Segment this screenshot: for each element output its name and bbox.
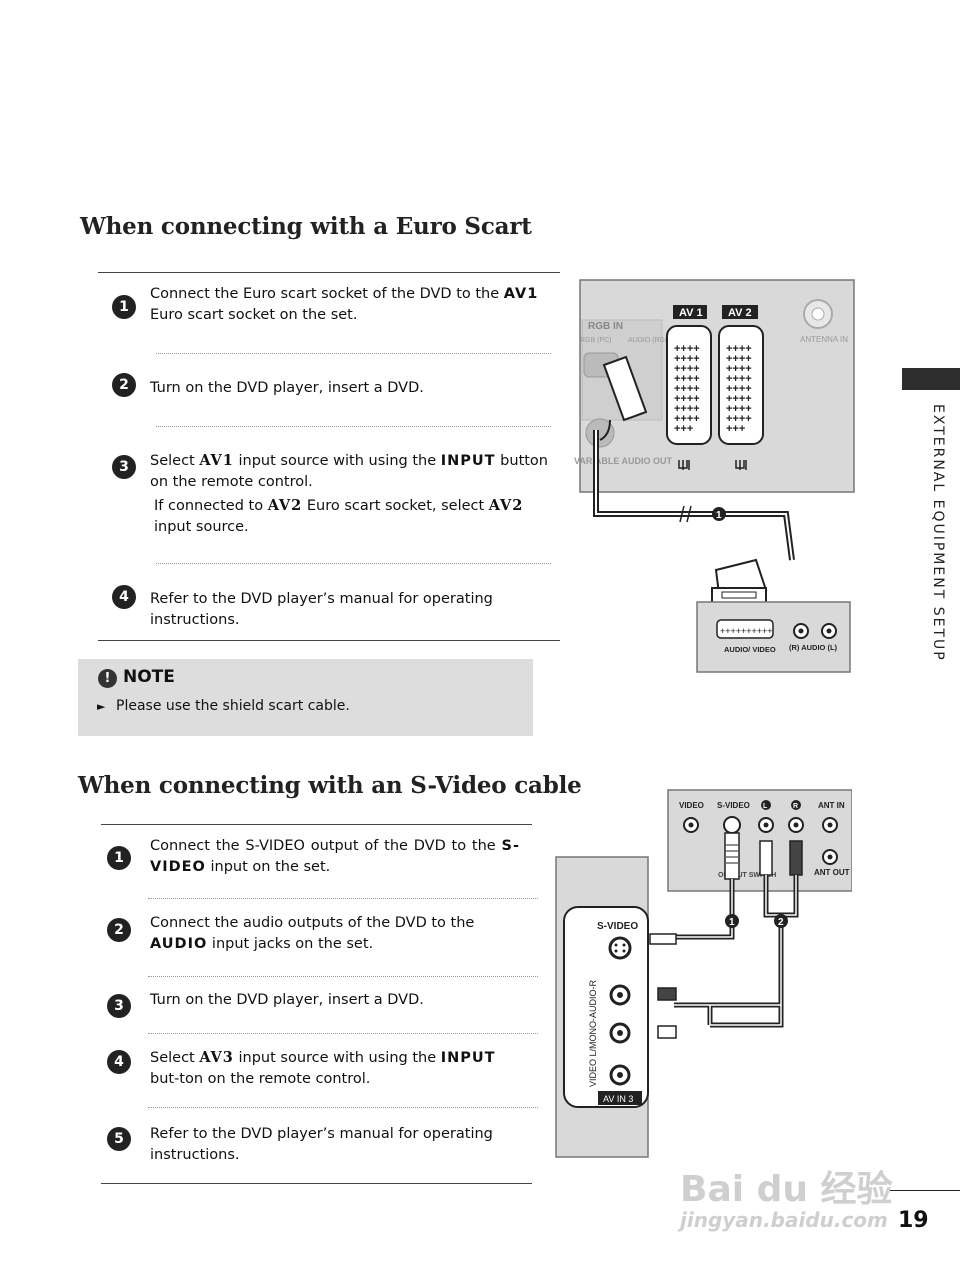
l-label: L: [763, 803, 768, 810]
svg-text:+++: +++: [726, 423, 745, 435]
chapter-tab: [902, 368, 960, 390]
scart-plug-tv: [602, 355, 648, 422]
step-divider: [148, 1107, 538, 1108]
audio-rgb-label: AUDIO (RGB/DVI): [628, 337, 686, 344]
step-divider: [156, 353, 551, 354]
rgb-in-label: RGB IN: [588, 321, 623, 332]
svg-text:++++: ++++: [726, 393, 752, 405]
step-divider: [148, 1033, 538, 1034]
svg-text:++++: ++++: [726, 363, 752, 375]
s-video-jack: [608, 936, 632, 960]
svg-text:++++: ++++: [726, 413, 752, 425]
euro-scart-diagram: RGB IN RGB (PC) AUDIO (RGB/DVI) VARIABLE…: [574, 279, 855, 673]
svg-text:+++: +++: [674, 423, 693, 435]
step-text: Connect the audio outputs of the DVD to …: [150, 915, 475, 952]
step-text: Refer to the DVD player’s manual for ope…: [150, 591, 493, 628]
step-text: Select AV3 input source with using the I…: [150, 1049, 496, 1087]
callout-1-badge: [725, 914, 739, 928]
step-text: Turn on the DVD player, insert a DVD.: [150, 992, 424, 1008]
svg-text:++++: ++++: [674, 383, 700, 395]
callout-2-badge: [774, 914, 788, 928]
dvd-scart-socket: [716, 619, 774, 639]
step-subtext: If connected to AV2 Euro scart socket, s…: [154, 497, 524, 535]
section-bottom-rule: [101, 1183, 532, 1184]
section-top-rule: [101, 824, 532, 825]
bullet-arrow-icon: ►: [97, 700, 106, 713]
video-label: VIDEO: [679, 801, 704, 810]
step-number: 1: [107, 846, 131, 870]
svg-text:++++: ++++: [674, 343, 700, 355]
section-bottom-rule: [98, 640, 560, 641]
ant-in-label: ANT IN: [818, 801, 845, 810]
callout-1: 1: [729, 917, 735, 928]
callout-2: 2: [778, 917, 784, 928]
audio-video-label: AUDIO/ VIDEO: [724, 645, 776, 654]
page-number: 19: [898, 1208, 929, 1233]
section-title-euro-scart: When connecting with a Euro Scart: [80, 213, 532, 240]
svg-text:++++: ++++: [674, 413, 700, 425]
svg-text:++++++++++: ++++++++++: [720, 626, 773, 636]
svg-text:++++: ++++: [674, 353, 700, 365]
antenna-in-label: ANTENNA IN: [800, 335, 848, 344]
step-number: 3: [112, 455, 136, 479]
av2-label: AV 2: [728, 307, 752, 319]
step-number: 1: [112, 295, 136, 319]
step-text: Turn on the DVD player, insert a DVD.: [150, 380, 424, 396]
svg-text:++++: ++++: [674, 403, 700, 415]
s-video-label: S-VIDEO: [717, 801, 750, 810]
av2-scart-socket: [718, 325, 764, 445]
av1-scart-socket: [666, 325, 712, 445]
step-number: 2: [107, 918, 131, 942]
note-text: Please use the shield scart cable.: [116, 698, 350, 714]
svg-text:++++: ++++: [726, 383, 752, 395]
av1-badge: [673, 305, 707, 319]
step-number: 2: [112, 373, 136, 397]
svg-text:++++: ++++: [674, 393, 700, 405]
step-text: Connect the S-VIDEO output of the DVD to…: [150, 838, 520, 875]
svg-text:++++: ++++: [674, 363, 700, 375]
warning-icon: !: [98, 669, 117, 688]
svg-text:++++: ++++: [674, 373, 700, 385]
panel-s-video-label: S-VIDEO: [597, 921, 638, 932]
r-audio-l-label: (R) AUDIO (L): [789, 643, 838, 652]
note-box: ! NOTE ► Please use the shield scart cab…: [78, 659, 533, 736]
r-label: R: [793, 803, 798, 810]
callout-1-badge: [712, 507, 726, 521]
step-divider: [156, 426, 551, 427]
rgb-pc-label: RGB (PC): [580, 337, 612, 344]
step-divider: [148, 898, 538, 899]
step-divider: [156, 563, 551, 564]
section-title-s-video: When connecting with an S-Video cable: [78, 772, 582, 799]
svg-text:++++: ++++: [726, 373, 752, 385]
watermark-logo: Bai du 经验: [680, 1169, 893, 1210]
step-divider: [148, 976, 538, 977]
watermark-url: jingyan.baidu.com: [680, 1208, 888, 1232]
variable-audio-out-label: VARIABLE AUDIO OUT: [574, 456, 673, 466]
av2-badge: [722, 305, 758, 319]
step-text: Select AV1 input source with using the I…: [150, 452, 548, 490]
step-number: 3: [107, 994, 131, 1018]
svg-text:++++: ++++: [726, 403, 752, 415]
note-title: NOTE: [123, 667, 175, 687]
step-text: Connect the Euro scart socket of the DVD…: [150, 286, 539, 323]
chapter-label: EXTERNAL EQUIPMENT SETUP: [930, 404, 946, 662]
av1-label: AV 1: [679, 307, 703, 319]
av-in3-label: AV IN 3: [603, 1094, 633, 1104]
step-number: 4: [112, 585, 136, 609]
page-rule: [890, 1190, 960, 1191]
svg-text:++++: ++++: [726, 343, 752, 355]
step-number: 4: [107, 1050, 131, 1074]
s-video-diagram: VIDEO S-VIDEO L R ANT IN ANT OUT OUTPUT …: [555, 789, 852, 1158]
step-text: Refer to the DVD player’s manual for ope…: [150, 1126, 493, 1163]
output-switch-label: OUTPUT SWITCH: [718, 872, 776, 879]
av-in-vertical-label: VIDEO L/MONO-AUDIO-R: [588, 979, 598, 1087]
callout-1: 1: [716, 510, 722, 521]
svg-text:++++: ++++: [726, 353, 752, 365]
step-number: 5: [107, 1127, 131, 1151]
section-top-rule: [98, 272, 560, 273]
ant-out-label: ANT OUT: [814, 868, 850, 877]
